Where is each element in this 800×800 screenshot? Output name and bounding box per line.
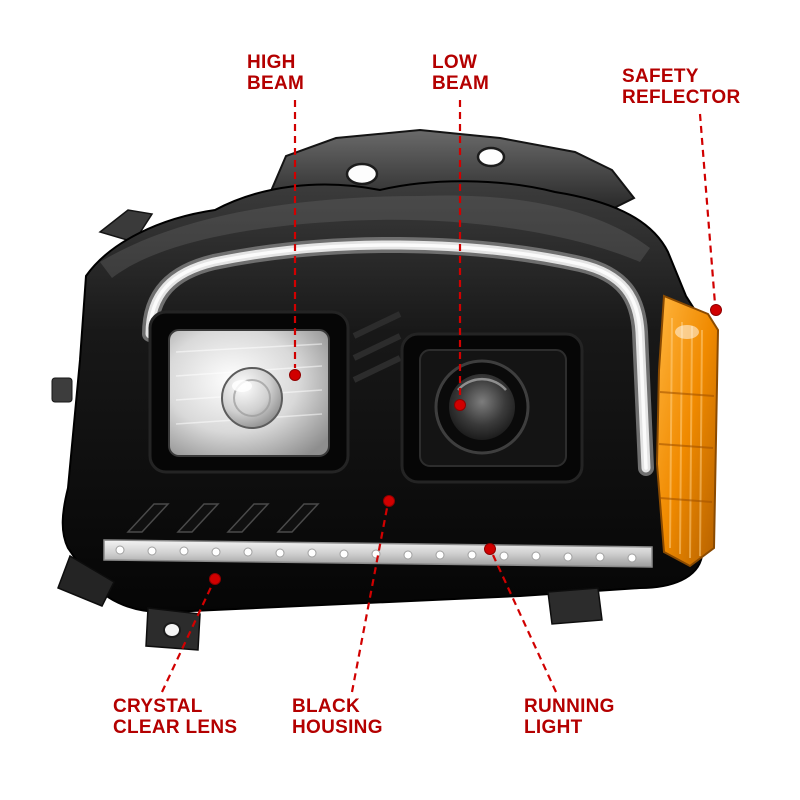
leader-line-black-housing bbox=[350, 507, 389, 693]
callout-label-running-light: RUNNING LIGHT bbox=[524, 696, 615, 739]
mounting-tabs bbox=[57, 554, 603, 651]
leader-dot-crystal-clear-lens bbox=[209, 573, 221, 585]
leader-line-safety-reflector bbox=[698, 113, 717, 305]
amber-side-reflector bbox=[655, 294, 720, 568]
callout-label-black-housing: BLACK HOUSING bbox=[292, 696, 383, 739]
callout-label-low-beam: LOW BEAM bbox=[432, 52, 490, 95]
projector-lens bbox=[449, 374, 515, 440]
leader-dot-high-beam bbox=[289, 369, 301, 381]
running-light-strip bbox=[103, 539, 653, 568]
leader-dot-black-housing bbox=[383, 495, 395, 507]
leader-dot-safety-reflector bbox=[710, 304, 722, 316]
high-beam-lamp bbox=[148, 310, 350, 474]
callout-label-crystal-clear-lens: CRYSTAL CLEAR LENS bbox=[113, 696, 238, 739]
leader-dot-low-beam bbox=[454, 399, 466, 411]
bracket-hole bbox=[345, 162, 379, 186]
callout-label-safety-reflector: SAFETY REFLECTOR bbox=[622, 66, 741, 109]
bracket-hole bbox=[476, 146, 506, 168]
leader-line-crystal-clear-lens bbox=[161, 584, 213, 693]
housing-slats bbox=[352, 311, 402, 383]
drl-light-bar bbox=[142, 237, 654, 476]
leader-line-running-light bbox=[492, 554, 557, 693]
low-beam-projector bbox=[400, 332, 584, 484]
callout-label-high-beam: HIGH BEAM bbox=[247, 52, 305, 95]
leader-dot-running-light bbox=[484, 543, 496, 555]
vent-chevrons bbox=[126, 503, 320, 533]
